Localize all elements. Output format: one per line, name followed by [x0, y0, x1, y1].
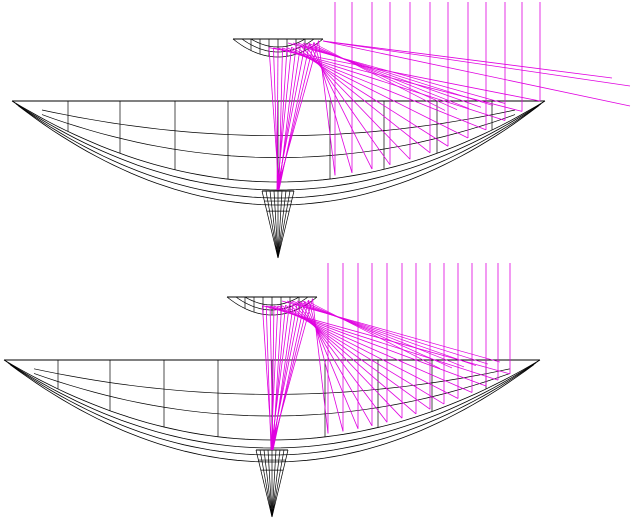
feed-horn: [261, 190, 295, 259]
edge-ray: [291, 300, 477, 366]
focused-ray: [278, 43, 310, 191]
focused-ray: [272, 301, 306, 451]
primary-mirror-zone-arc: [41, 114, 516, 158]
feed-cone-line: [255, 449, 273, 518]
edge-ray: [297, 42, 482, 108]
focused-ray: [261, 305, 273, 451]
feed-cone-line: [263, 449, 273, 518]
feed-horn: [255, 449, 289, 518]
reflected-ray: [262, 305, 511, 375]
reflected-ray: [268, 47, 541, 102]
edge-ray: [281, 300, 501, 363]
reflected-ray: [277, 305, 459, 399]
reflected-ray: [282, 47, 487, 131]
reflected-ray: [277, 47, 506, 121]
edge-ray: [307, 42, 458, 110]
feed-cone-line: [267, 449, 273, 518]
secondary-reflector: [226, 296, 318, 316]
primary-mirror-surface: [15, 103, 542, 199]
feed-cone-line: [269, 190, 279, 259]
reflected-ray: [318, 40, 336, 176]
reflected-ray: [273, 305, 473, 393]
feed-cone-line: [261, 190, 279, 259]
focused-ray: [272, 303, 294, 451]
upper-ray-trace: [11, 2, 631, 259]
edge-ray: [296, 300, 465, 368]
reflected-ray: [286, 47, 469, 139]
feed-cone-line: [277, 190, 291, 259]
stray-ray: [322, 40, 631, 107]
edge-ray: [302, 42, 470, 109]
focused-ray: [278, 47, 283, 191]
reflected-ray: [269, 305, 487, 387]
feed-cone-line: [271, 449, 289, 518]
feed-cone-line: [277, 190, 283, 259]
primary-mirror-surface: [17, 105, 540, 206]
primary-mirror-surface: [13, 101, 544, 191]
edge-ray: [306, 300, 441, 369]
feed-cone-line: [271, 449, 281, 518]
primary-mirror-zone-arc: [41, 109, 516, 137]
stray-ray: [322, 40, 613, 79]
feed-cone-line: [259, 449, 273, 518]
focused-ray: [272, 305, 283, 451]
feed-cone-line: [265, 190, 279, 259]
edge-ray: [312, 42, 446, 111]
feed-cone-line: [277, 190, 295, 259]
lower-ray-trace: [3, 263, 541, 518]
focused-ray: [269, 305, 274, 451]
focused-ray: [278, 46, 297, 191]
reflected-ray: [266, 305, 499, 381]
stray-ray: [322, 40, 631, 87]
reflected-ray: [308, 299, 344, 432]
reflected-ray: [273, 47, 523, 112]
edge-ray: [292, 42, 494, 106]
ray-bundle: [261, 263, 511, 451]
reflected-ray: [291, 46, 449, 147]
edge-ray: [286, 300, 489, 365]
feed-cone-line: [277, 190, 287, 259]
feed-cone-line: [271, 449, 277, 518]
primary-mirror-surface: [11, 100, 546, 183]
edge-ray: [301, 300, 453, 369]
reflected-ray: [313, 42, 353, 173]
focused-ray: [268, 47, 280, 191]
ray-bundle: [268, 2, 631, 191]
feed-cone-line: [273, 190, 279, 259]
feed-cone-line: [271, 449, 285, 518]
